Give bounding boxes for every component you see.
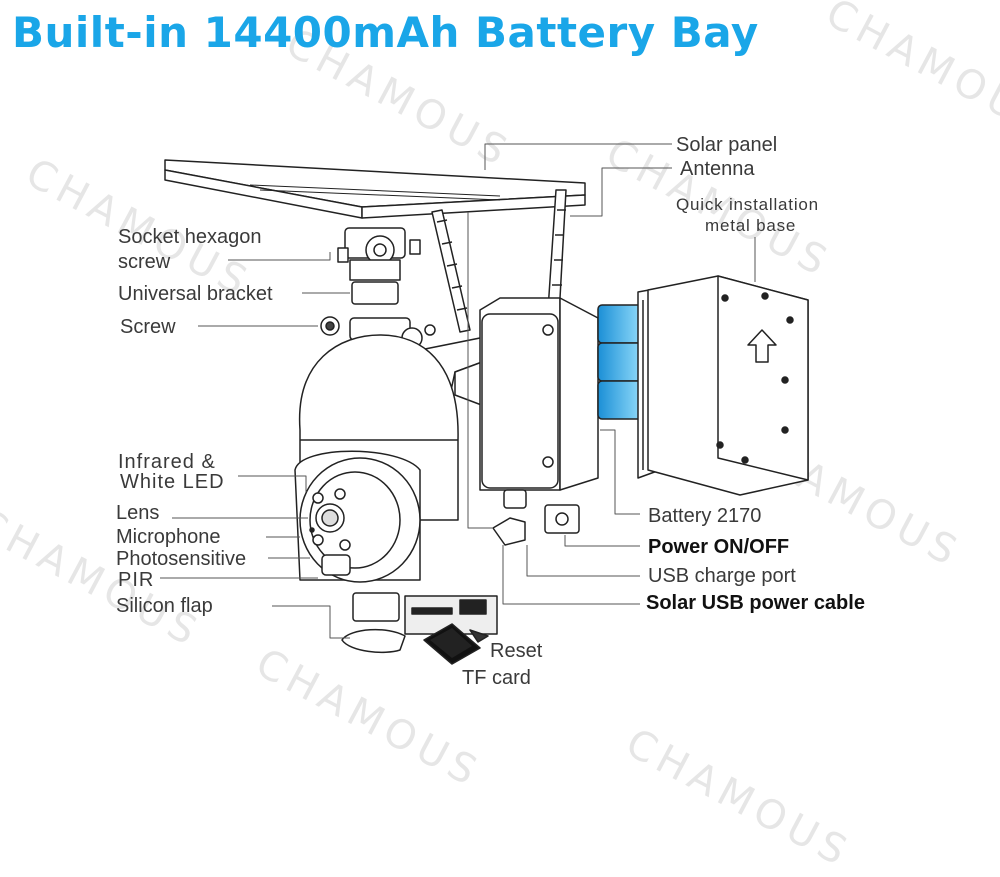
label-reset: Reset [490,640,543,662]
label-photosensitive: Photosensitive [116,548,247,570]
label-solar-panel: Solar panel [676,134,778,156]
label-microphone: Microphone [116,526,221,548]
label-power: Power ON/OFF [648,536,790,558]
battery-box [479,297,599,491]
label-antenna: Antenna [680,158,755,180]
solar-panel [164,159,586,219]
label-pir: PIR [118,569,155,591]
label-universal-bracket: Universal bracket [118,283,273,305]
label-quick-base-line2: metal base [705,216,797,235]
label-solar-cable: Solar USB power cable [646,592,865,614]
label-socket-line2: screw [118,251,171,273]
label-infrared-line2: White LED [120,471,225,493]
metal-base [647,275,809,496]
label-silicon-flap: Silicon flap [116,595,213,617]
silicon-flap [341,592,498,654]
leader-lines [160,143,756,639]
label-socket-line1: Socket hexagon [118,226,262,248]
label-usb-port: USB charge port [648,565,796,587]
label-lens: Lens [116,502,160,524]
universal-bracket [337,227,421,305]
label-battery: Battery 2170 [648,505,762,527]
camera-exploded-diagram [160,143,809,665]
tf-card [423,623,489,665]
camera-dome [294,334,459,583]
label-infrared-line1: Infrared & [118,451,216,473]
label-screw: Screw [120,316,176,338]
label-tf-card: TF card [462,667,531,689]
label-quick-base-line1: Quick installation [676,195,819,214]
page-title: Built-in 14400mAh Battery Bay [12,8,759,57]
ports [492,489,580,546]
